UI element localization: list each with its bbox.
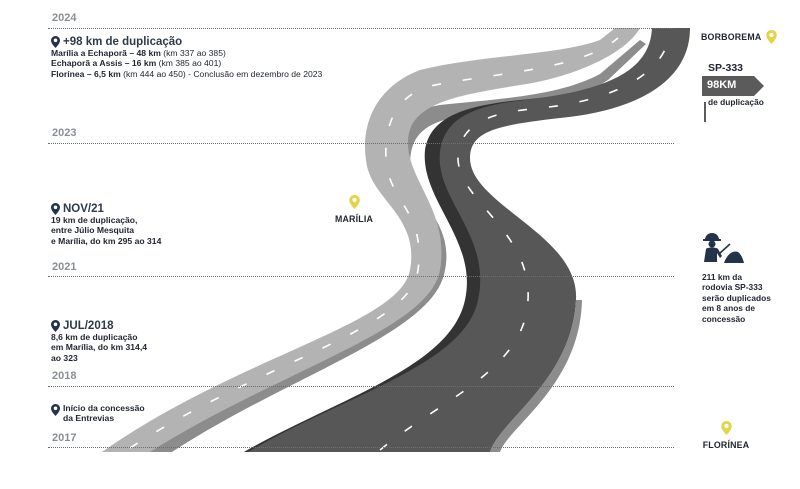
sign-board: 98KM xyxy=(702,76,764,96)
map-pin-icon xyxy=(766,30,778,44)
milestone-detail: 19 km de duplicação, entre Júlio Mesquit… xyxy=(51,215,162,246)
milestone-title: JUL/2018 xyxy=(63,320,114,332)
worker-note: 211 km da rodovia SP-333 serão duplicado… xyxy=(702,272,771,324)
milestone-nov21: NOV/21 19 km de duplicação, entre Júlio … xyxy=(51,203,161,246)
milestone-heading: +98 km de duplicação xyxy=(51,36,322,48)
timeline-divider xyxy=(48,276,674,277)
milestone-heading: JUL/2018 xyxy=(51,320,147,332)
location-pin-icon xyxy=(51,36,60,48)
map-pin-icon xyxy=(348,195,360,209)
location-pin-icon xyxy=(51,404,60,416)
milestone-jul2018: JUL/2018 8,6 km de duplicação em Marília… xyxy=(51,320,147,363)
milestone-detail: 8,6 km de duplicação em Marília, do km 3… xyxy=(51,332,148,363)
sign-caption: de duplicação xyxy=(708,97,764,107)
timeline-divider xyxy=(48,386,674,387)
milestone-title: NOV/21 xyxy=(63,203,104,215)
year-label: 2018 xyxy=(52,370,77,382)
city-marker-borborema: BORBOREMA xyxy=(701,30,778,44)
timeline-divider xyxy=(48,447,674,448)
sign-arrow-shape xyxy=(702,76,764,96)
city-label: FLORÍNEA xyxy=(702,440,750,450)
sign-road-name: SP-333 xyxy=(708,62,744,74)
construction-worker-icon xyxy=(703,233,744,263)
milestone-2024: +98 km de duplicação Marília a Echaporã … xyxy=(51,36,322,79)
sign-km: 98KM xyxy=(707,79,737,91)
map-pin-icon xyxy=(720,421,732,435)
milestone-detail: Marília a Echaporã – 48 km (km 337 ao 38… xyxy=(51,48,323,79)
year-label: 2017 xyxy=(52,432,77,444)
timeline-divider xyxy=(48,143,674,144)
road-shoulder xyxy=(490,300,582,452)
year-label: 2023 xyxy=(52,127,77,139)
year-label: 2024 xyxy=(52,12,77,24)
road-sign: SP-333 98KM de duplicação xyxy=(702,62,782,122)
light-road-edge xyxy=(112,40,646,460)
milestone-detail: Início da concessão da Entrevias xyxy=(63,403,145,424)
city-label: MARÍLIA xyxy=(334,214,374,224)
milestone-2017: Início da concessão da Entrevias xyxy=(51,403,145,424)
city-marker-marilia: MARÍLIA xyxy=(334,195,374,224)
light-road-markings xyxy=(129,37,619,449)
milestone-title: +98 km de duplicação xyxy=(63,36,183,48)
sign-post xyxy=(704,102,706,122)
city-label: BORBOREMA xyxy=(701,32,762,42)
location-pin-icon xyxy=(51,320,60,332)
city-marker-florinea: FLORÍNEA xyxy=(700,421,752,450)
dark-road xyxy=(248,28,690,452)
timeline-divider xyxy=(48,28,674,29)
location-pin-icon xyxy=(51,203,60,215)
year-label: 2021 xyxy=(52,261,77,273)
milestone-heading: NOV/21 xyxy=(51,203,161,215)
